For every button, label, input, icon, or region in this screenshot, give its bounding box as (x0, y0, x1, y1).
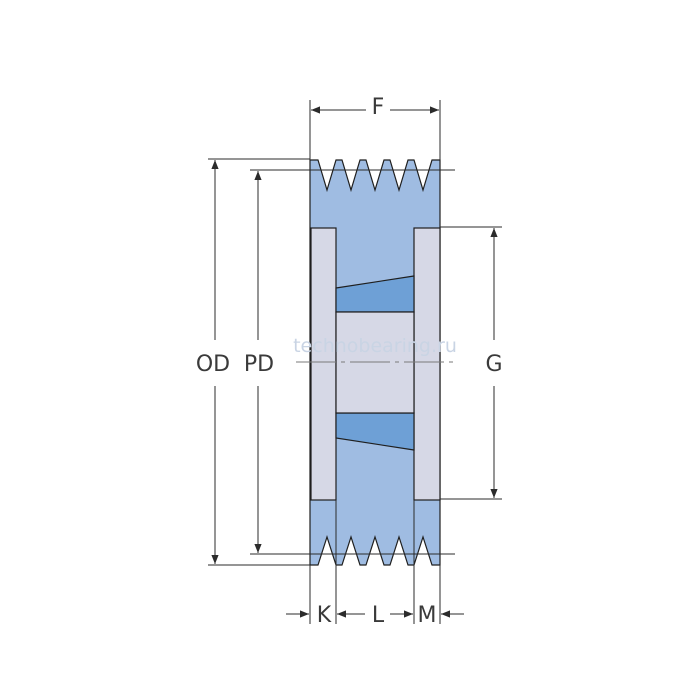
f-label: F (372, 95, 385, 120)
l-label: L (372, 603, 385, 628)
right-hub-plate (413, 227, 441, 501)
k-label: K (317, 603, 332, 628)
g-label: G (485, 352, 502, 377)
od-label: OD (196, 352, 230, 377)
watermark: technobearing.ru (293, 335, 457, 357)
pd-label: PD (244, 352, 274, 377)
m-label: M (418, 603, 437, 628)
left-hub-plate (310, 227, 337, 501)
